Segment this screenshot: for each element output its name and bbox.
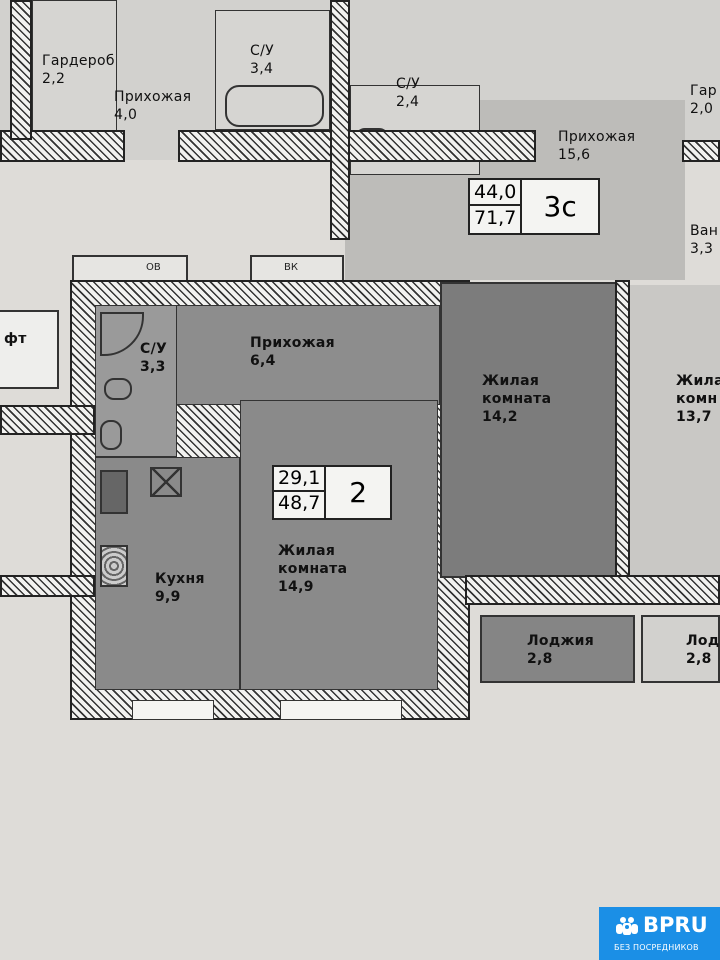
logo-brand: BPRU bbox=[643, 913, 708, 937]
room-area: 6,4 bbox=[250, 353, 276, 369]
total-area: 71,7 bbox=[474, 207, 517, 229]
room-area: 9,9 bbox=[155, 589, 181, 605]
room-name: Лодж bbox=[686, 633, 720, 649]
people-logo-icon bbox=[616, 917, 638, 935]
kitchen-sink-icon bbox=[100, 470, 128, 514]
room-label-living-14-2: Жилая комната 14,2 bbox=[482, 372, 582, 426]
room-label-wc-top-2: С/У 2,4 bbox=[396, 75, 420, 111]
room-name: С/У bbox=[250, 43, 274, 59]
room-area: 2,4 bbox=[396, 94, 420, 110]
apartment-type: 2 bbox=[349, 476, 368, 509]
room-name: Прихожая bbox=[558, 129, 636, 145]
room-area: 2,2 bbox=[42, 71, 66, 87]
total-area: 48,7 bbox=[278, 492, 321, 514]
shaft-box-icon bbox=[150, 467, 182, 497]
living-14-9-room bbox=[240, 400, 438, 690]
logo-tagline: БЕЗ ПОСРЕДНИКОВ bbox=[614, 943, 699, 952]
wall bbox=[0, 575, 95, 597]
room-area: 2,8 bbox=[527, 651, 553, 667]
room-label-bath-right: Ван 3,3 bbox=[690, 222, 718, 258]
loggia-2-room bbox=[641, 615, 720, 683]
toilet-icon bbox=[104, 378, 132, 400]
room-name: Кухня bbox=[155, 571, 205, 587]
room-area: 3,3 bbox=[140, 359, 166, 375]
loggia-1-room bbox=[480, 615, 635, 683]
room-label-loggia-2: Лодж 2,8 bbox=[686, 632, 720, 668]
room-name: Ван bbox=[690, 223, 719, 239]
stove-icon bbox=[100, 545, 128, 587]
room-area: 2,8 bbox=[686, 651, 712, 667]
shaft-ov-label: ОВ bbox=[146, 262, 161, 273]
garderob-room bbox=[32, 0, 117, 135]
room-label-hall-top: Прихожая 4,0 bbox=[114, 88, 191, 124]
room-area: 14,2 bbox=[482, 409, 518, 425]
room-label-living-14-9: Жилая комната 14,9 bbox=[278, 542, 378, 596]
area-values: 44,0 71,7 bbox=[470, 180, 523, 233]
room-label-garderob-right: Гар 2,0 bbox=[690, 82, 717, 118]
apartment-3c-area-box: 44,0 71,7 3с bbox=[468, 178, 600, 235]
right-apartment-fill bbox=[628, 285, 720, 580]
room-area: 2,0 bbox=[690, 101, 714, 117]
room-label-hall-6-4: Прихожая 6,4 bbox=[250, 334, 335, 370]
wall bbox=[682, 140, 720, 162]
room-area: 15,6 bbox=[558, 147, 591, 163]
room-name: Гардероб bbox=[42, 53, 115, 69]
room-label-loggia-1: Лоджия 2,8 bbox=[527, 632, 594, 668]
room-name: Гар bbox=[690, 83, 717, 99]
bathtub-icon bbox=[225, 85, 324, 127]
room-name: Жила комн bbox=[676, 373, 720, 407]
room-name: С/У bbox=[140, 341, 168, 357]
wall bbox=[10, 0, 32, 140]
wall bbox=[615, 280, 630, 580]
window bbox=[280, 700, 402, 720]
lift-label: фт bbox=[4, 331, 27, 347]
room-area: 4,0 bbox=[114, 107, 138, 123]
living-area: 44,0 bbox=[470, 180, 521, 206]
room-name: С/У bbox=[396, 76, 420, 92]
shaft-vk-label: ВК bbox=[284, 262, 298, 273]
room-label-kitchen: Кухня 9,9 bbox=[155, 570, 205, 606]
wc-top-1-room bbox=[215, 10, 330, 130]
room-area: 14,9 bbox=[278, 579, 314, 595]
room-label-wc-3-3: С/У 3,3 bbox=[140, 340, 167, 376]
apartment-type: 3с bbox=[543, 190, 577, 223]
bpru-logo[interactable]: BPRU БЕЗ ПОСРЕДНИКОВ bbox=[599, 907, 720, 960]
room-label-hall-3c: Прихожая 15,6 bbox=[558, 128, 635, 164]
area-values: 29,1 48,7 bbox=[274, 467, 327, 518]
wall bbox=[178, 130, 536, 162]
room-area: 13,7 bbox=[676, 409, 712, 425]
room-area: 3,3 bbox=[690, 241, 714, 257]
room-name: Жилая комната bbox=[482, 373, 552, 407]
living-14-2-room bbox=[440, 282, 618, 578]
room-label-living-right: Жила комн 13,7 bbox=[676, 372, 720, 426]
lift-box bbox=[0, 310, 59, 389]
wall bbox=[465, 575, 720, 605]
room-label-wc-top-1: С/У 3,4 bbox=[250, 42, 274, 78]
room-area: 3,4 bbox=[250, 61, 274, 77]
room-label-garderob: Гардероб 2,2 bbox=[42, 52, 115, 88]
room-name: Жилая комната bbox=[278, 543, 348, 577]
living-area: 29,1 bbox=[274, 467, 325, 492]
wall bbox=[330, 0, 350, 240]
sink-icon bbox=[100, 420, 122, 450]
apartment-2-area-box: 29,1 48,7 2 bbox=[272, 465, 392, 520]
window bbox=[132, 700, 214, 720]
room-name: Прихожая bbox=[114, 89, 192, 105]
wall bbox=[0, 405, 95, 435]
room-name: Лоджия bbox=[527, 633, 595, 649]
room-name: Прихожая bbox=[250, 335, 335, 351]
